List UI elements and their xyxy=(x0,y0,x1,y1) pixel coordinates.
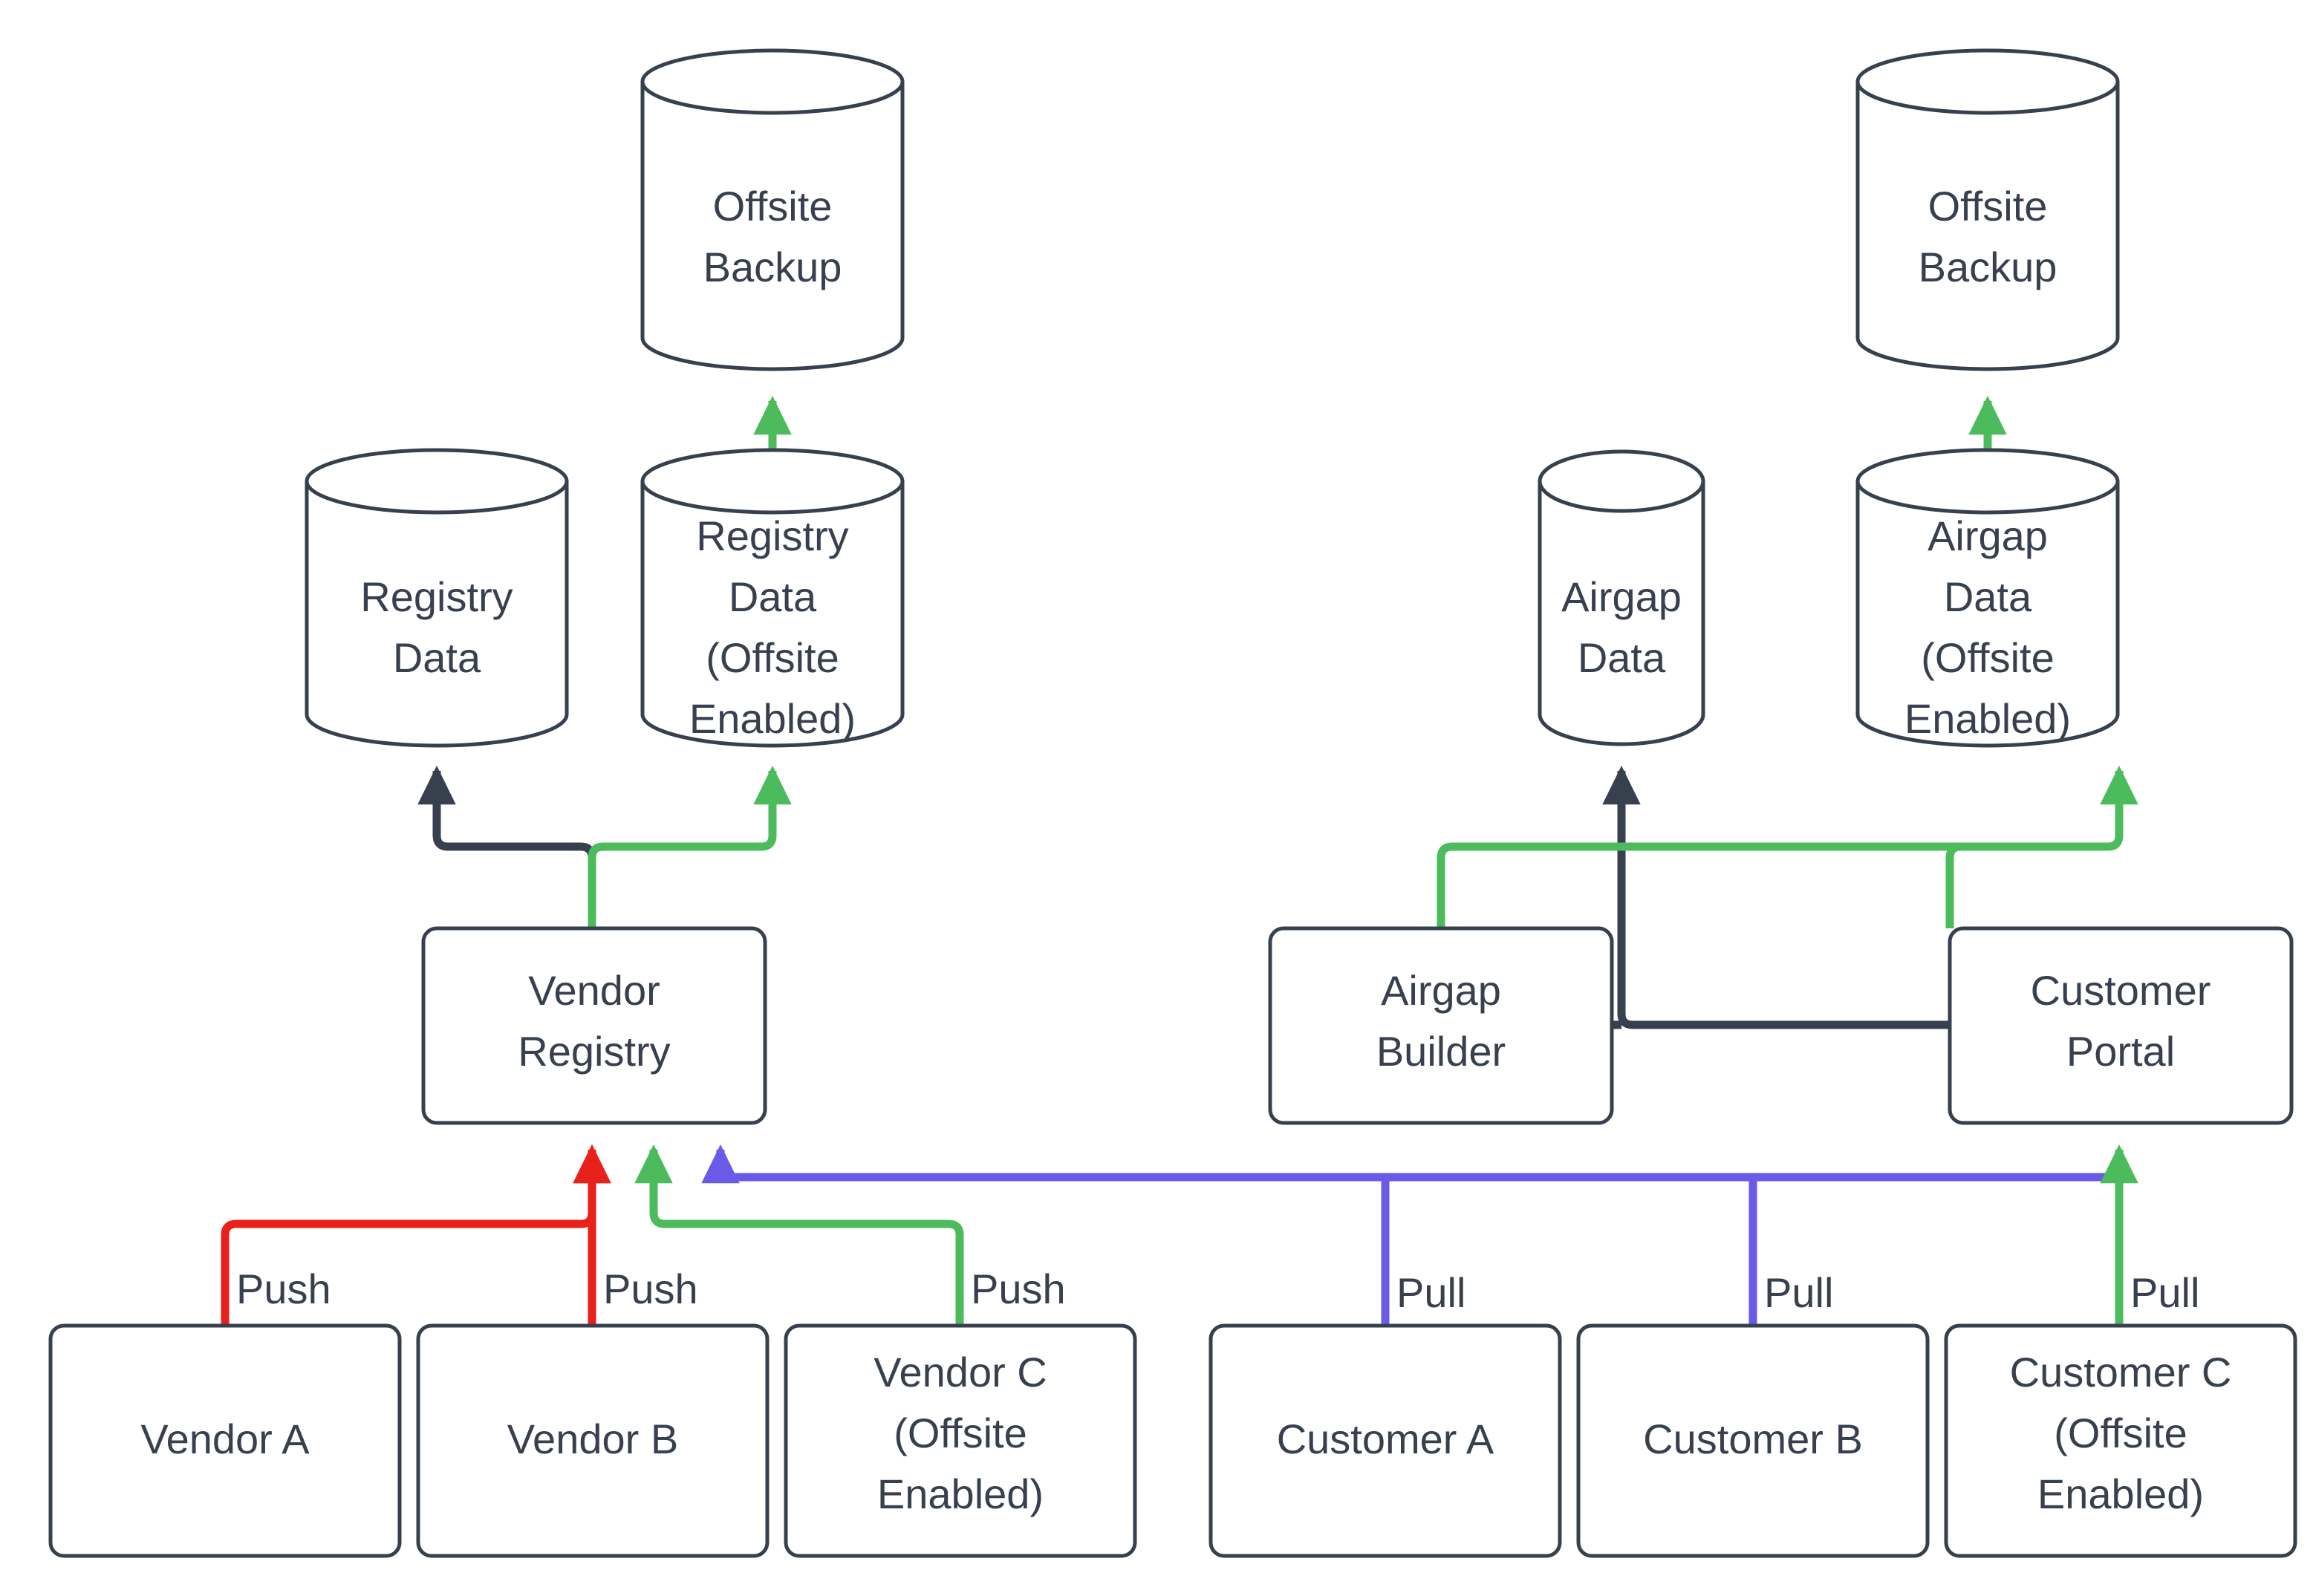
node-label-line3: (Offsite xyxy=(1921,634,2054,681)
edge-label-vendor-c-push: Push xyxy=(971,1266,1066,1312)
node-label-line1: Vendor xyxy=(528,967,660,1014)
node-vendor-a[interactable]: Vendor A xyxy=(48,1323,402,1558)
cylinder-body xyxy=(640,79,905,371)
edge-label-vendor-a-push: Push xyxy=(236,1266,331,1312)
edge-label-customer-c-pull: Pull xyxy=(2130,1269,2199,1316)
node-airgap-builder[interactable]: Airgap Builder xyxy=(1268,926,1614,1125)
node-label-line1: Registry xyxy=(360,573,513,620)
edge-label-customer-b-pull: Pull xyxy=(1764,1269,1833,1316)
edge-label-customer-a-pull: Pull xyxy=(1396,1269,1465,1316)
cylinder-body xyxy=(305,479,569,748)
edge-label-vendor-b-push: Push xyxy=(603,1266,698,1312)
node-vendor-registry[interactable]: Vendor Registry xyxy=(421,926,767,1125)
cylinder-body xyxy=(1855,79,2120,371)
node-label-line1: Airgap xyxy=(1928,512,2048,559)
cylinder-top xyxy=(640,48,905,115)
node-label-line3: Enabled) xyxy=(877,1470,1044,1517)
node-offsite-backup-left[interactable]: Offsite Backup xyxy=(640,48,905,371)
node-label-line2: Builder xyxy=(1376,1028,1506,1075)
node-label-line2: Backup xyxy=(703,244,842,290)
edge-vendor-registry-to-registry-data xyxy=(417,765,596,928)
node-label-line1: Airgap xyxy=(1561,573,1682,620)
node-label-line1: Offsite xyxy=(713,183,833,229)
node-label-line1: Customer xyxy=(2031,967,2211,1014)
cylinder-body xyxy=(1538,479,1705,746)
node-label-line2: Data xyxy=(729,573,817,620)
cylinder-top xyxy=(1538,449,1705,513)
node-label-line2: Data xyxy=(393,634,481,681)
node-airgap-data[interactable]: Airgap Data xyxy=(1538,449,1705,746)
node-vendor-c[interactable]: Vendor C (Offsite Enabled) xyxy=(784,1323,1137,1558)
edge-airgap-builder-to-airgap-data-offsite xyxy=(1437,765,2138,928)
cylinder-body xyxy=(1855,479,2120,748)
node-label-line4: Enabled) xyxy=(1904,695,2071,742)
box-shape xyxy=(416,1323,770,1558)
edge-customers-pull-to-vendor-registry xyxy=(701,1144,2119,1184)
node-label-line2: (Offsite xyxy=(894,1410,1027,1456)
edge-customer-portal-to-airgap-data xyxy=(1602,765,1950,1029)
node-label-line2: Data xyxy=(1578,634,1666,681)
node-label-line2: Data xyxy=(1944,573,2032,620)
node-label-line2: (Offsite xyxy=(2054,1410,2187,1456)
box-shape xyxy=(421,926,767,1125)
node-customer-b[interactable]: Customer B xyxy=(1576,1323,1930,1558)
edge-customer-portal-to-green-bus xyxy=(1945,842,1972,928)
node-registry-data[interactable]: Registry Data xyxy=(305,448,569,748)
edge-vendor-registry-to-registry-data-offsite xyxy=(588,765,792,928)
cylinder-body xyxy=(640,479,905,748)
node-label-line1: Customer B xyxy=(1643,1416,1863,1462)
box-shape xyxy=(1944,1323,2297,1558)
node-airgap-data-offsite[interactable]: Airgap Data (Offsite Enabled) xyxy=(1855,448,2120,748)
cylinder-top xyxy=(1855,448,2120,515)
node-vendor-b[interactable]: Vendor B xyxy=(416,1323,770,1558)
box-shape xyxy=(1208,1323,1562,1558)
node-offsite-backup-right[interactable]: Offsite Backup xyxy=(1855,48,2120,371)
node-label-line3: Enabled) xyxy=(2037,1470,2204,1517)
box-shape xyxy=(1948,926,2294,1125)
node-label-line1: Registry xyxy=(696,512,848,559)
node-label-line1: Customer C xyxy=(2010,1349,2232,1395)
node-registry-data-offsite[interactable]: Registry Data (Offsite Enabled) xyxy=(640,448,905,748)
box-shape xyxy=(1268,926,1614,1125)
node-label-line2: Registry xyxy=(518,1028,670,1075)
cylinder-top xyxy=(1855,48,2120,115)
node-label-line1: Airgap xyxy=(1381,967,1501,1014)
node-label-line2: Portal xyxy=(2066,1028,2175,1075)
node-label-line1: Customer A xyxy=(1277,1416,1494,1462)
edge-vendor-c-push xyxy=(634,1144,964,1326)
box-shape xyxy=(48,1323,402,1558)
box-shape xyxy=(1576,1323,1930,1558)
node-customer-portal[interactable]: Customer Portal xyxy=(1948,926,2294,1125)
node-label-line3: (Offsite xyxy=(706,634,839,681)
node-customer-c[interactable]: Customer C (Offsite Enabled) xyxy=(1944,1323,2297,1558)
node-label-line4: Enabled) xyxy=(689,695,856,742)
node-label-line2: Backup xyxy=(1919,244,2057,290)
node-customer-a[interactable]: Customer A xyxy=(1208,1323,1562,1558)
node-label-line1: Vendor A xyxy=(140,1416,310,1462)
node-label-line1: Vendor C xyxy=(874,1349,1047,1395)
box-shape xyxy=(784,1323,1137,1558)
node-label-line1: Vendor B xyxy=(507,1416,678,1462)
cylinder-top xyxy=(305,448,569,515)
cylinder-top xyxy=(640,448,905,515)
node-label-line1: Offsite xyxy=(1928,183,2048,229)
